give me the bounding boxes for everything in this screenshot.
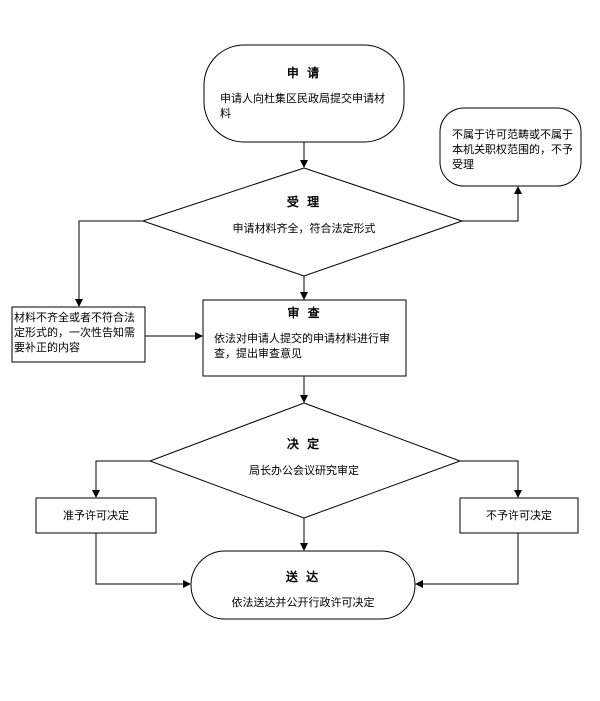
apply-title: 申 请 bbox=[286, 66, 322, 80]
arrow-accept-to-reject bbox=[462, 186, 522, 222]
apply-text: 申请人向杜集区民政局提交申请材料 bbox=[220, 92, 385, 120]
arrow-decide-to-grant bbox=[92, 460, 150, 498]
arrow-accept-to-incomplete bbox=[75, 220, 143, 307]
deliver-text: 依法送达并公开行政许可决定 bbox=[231, 596, 375, 609]
arrow-decide-to-deny bbox=[460, 460, 522, 498]
decide-diamond-shape bbox=[148, 402, 462, 519]
deny-text: 不予许可决定 bbox=[486, 509, 552, 522]
review-title: 审 查 bbox=[287, 306, 322, 320]
incomplete-text: 材料不齐全或者不符合法定形式的，一次性告知需要补正的内容 bbox=[14, 311, 135, 354]
arrow-deny-to-deliver bbox=[415, 533, 519, 588]
accept-text: 申请材料齐全，符合法定形式 bbox=[232, 222, 376, 235]
decide-title: 决 定 bbox=[286, 437, 322, 451]
decide-text: 局长办公会议研究审定 bbox=[249, 464, 359, 477]
arrow-grant-to-deliver bbox=[95, 533, 191, 588]
reject-scope-text: 不属于许可范畴或不属于本机关职权范围的，不予受理 bbox=[452, 128, 573, 171]
accept-title: 受 理 bbox=[286, 195, 322, 209]
review-box-shape bbox=[202, 299, 407, 377]
deny-box-shape bbox=[459, 497, 579, 534]
deliver-title: 送 达 bbox=[285, 570, 321, 584]
grant-text: 准予许可决定 bbox=[63, 509, 129, 522]
review-text: 依法对申请人提交的申请材料进行审查，提出审查意见 bbox=[214, 332, 390, 360]
reject-scope-node-shape bbox=[439, 107, 582, 187]
incomplete-box-shape bbox=[11, 306, 146, 363]
